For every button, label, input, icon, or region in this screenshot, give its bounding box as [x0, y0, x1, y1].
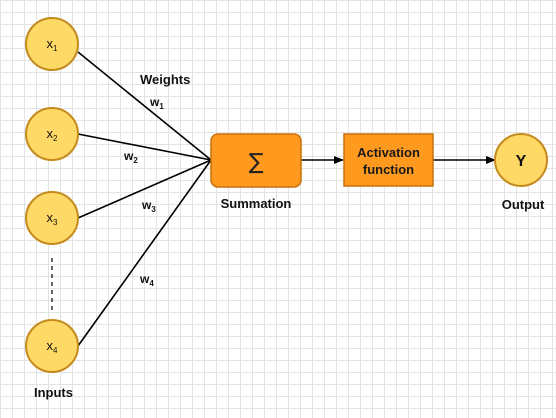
- edge-x2-summation: [77, 133, 212, 161]
- summation-node: ∑: [210, 133, 302, 188]
- activation-node: Activation function: [343, 133, 434, 187]
- svg-text:x2: x2: [47, 126, 59, 143]
- activation-line2: function: [363, 162, 414, 177]
- input-x1-index: 1: [53, 44, 58, 53]
- summation-caption: Summation: [221, 196, 292, 211]
- input-x1-base: x: [47, 36, 54, 51]
- svg-text:x4: x4: [47, 338, 59, 355]
- output-symbol: Y: [516, 153, 527, 170]
- input-node-x4: x4: [25, 319, 79, 373]
- svg-text:x1: x1: [47, 36, 59, 53]
- input-x2-base: x: [47, 126, 54, 141]
- output-node: Y: [494, 133, 548, 187]
- input-x2-index: 2: [53, 134, 58, 143]
- activation-line1: Activation: [357, 145, 420, 160]
- input-node-x1: x1: [25, 17, 79, 71]
- sigma-symbol: ∑: [249, 150, 264, 175]
- weight-w3-label: w3: [141, 198, 156, 214]
- weight-w1-label: w1: [149, 95, 164, 111]
- input-x3-index: 3: [53, 218, 58, 227]
- input-node-x2: x2: [25, 107, 79, 161]
- edge-x1-summation: [77, 51, 212, 161]
- edge-x4-summation: [77, 159, 212, 347]
- input-x4-index: 4: [53, 346, 58, 355]
- weights-heading: Weights: [140, 72, 190, 87]
- edge-x3-summation: [77, 159, 212, 219]
- input-x4-base: x: [47, 338, 54, 353]
- input-node-x3: x3: [25, 191, 79, 245]
- weight-w2-label: w2: [123, 149, 138, 165]
- weight-w4-label: w4: [139, 272, 154, 288]
- output-caption: Output: [502, 197, 545, 212]
- inputs-caption: Inputs: [34, 385, 73, 400]
- svg-text:x3: x3: [47, 210, 59, 227]
- input-x3-base: x: [47, 210, 54, 225]
